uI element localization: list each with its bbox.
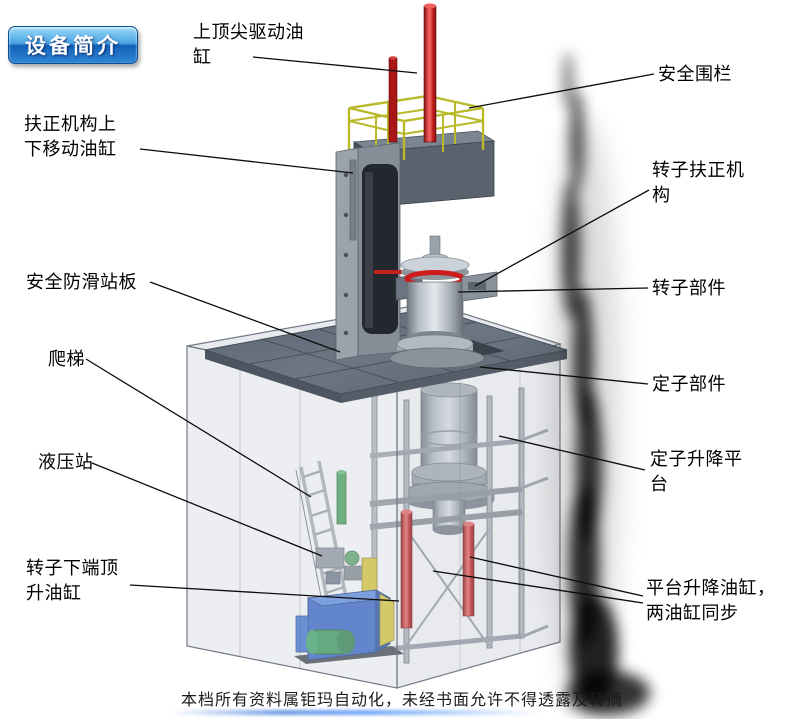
label-rotor-centering-mech: 转子扶正机 构 xyxy=(652,160,745,205)
title-badge-text: 设备简介 xyxy=(25,35,121,58)
platform-lift-cylinders-part xyxy=(400,509,475,629)
label-stator-lift-platform: 定子升降平 台 xyxy=(650,449,743,494)
label-ladder: 爬梯 xyxy=(48,349,85,369)
label-centering-lift-cylinder: 扶正机构上 下移动油缸 xyxy=(24,114,117,159)
rotor-assembly xyxy=(374,235,498,369)
leader-lines xyxy=(85,56,655,604)
label-platform-lift-cylinders: 平台升降油缸， 两油缸同步 xyxy=(646,578,776,623)
label-rotor-bottom-jack: 转子下端顶 升油缸 xyxy=(26,558,119,603)
label-stator-part: 定子部件 xyxy=(652,374,726,394)
label-rotor-part: 转子部件 xyxy=(652,278,726,298)
label-hydraulic-station: 液压站 xyxy=(38,452,94,472)
top-drive-cylinder-part xyxy=(388,3,437,143)
shadow-smudge xyxy=(562,52,650,715)
label-top-drive-cylinder: 上顶尖驱动油 缸 xyxy=(193,22,304,67)
label-antislip-platform: 安全防滑站板 xyxy=(26,272,137,292)
bottom-glow-decoration xyxy=(170,710,540,715)
main-column xyxy=(335,142,401,361)
footer-text: 本档所有资料属钜玛自动化，未经书面允许不得透露及转摘 xyxy=(180,692,623,709)
title-badge: 设备简介 xyxy=(8,26,138,64)
label-safety-fence: 安全围栏 xyxy=(658,64,732,84)
